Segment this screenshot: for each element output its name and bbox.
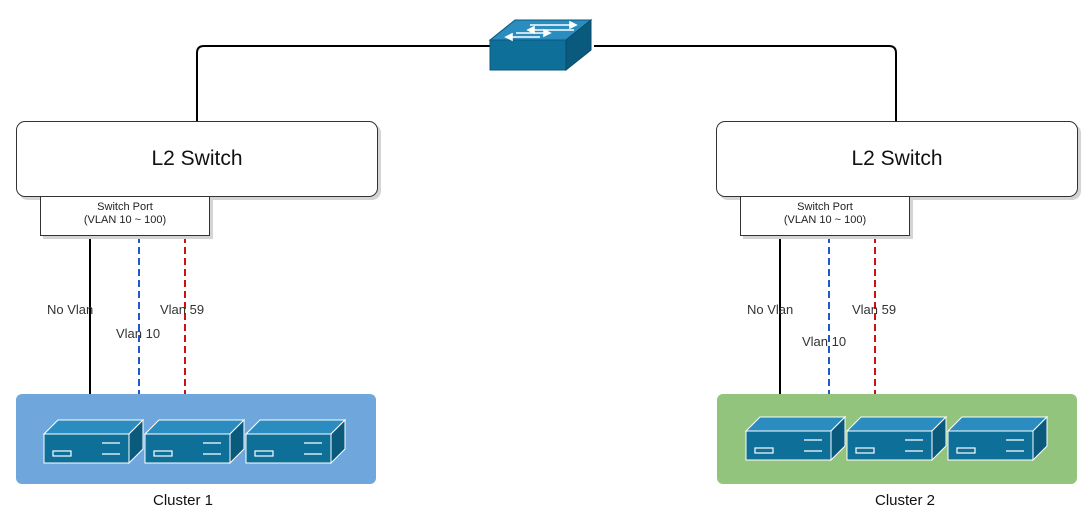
cluster-1-label: Cluster 1 — [152, 492, 214, 509]
switch-port-right: Switch Port (VLAN 10 ~ 100) — [740, 196, 910, 236]
server-icon — [946, 415, 1049, 462]
label-vlan-10-left: Vlan 10 — [116, 326, 161, 341]
server-icon — [42, 418, 145, 465]
l2-switch-right[interactable]: L2 Switch — [716, 121, 1078, 197]
uplink-right — [594, 45, 897, 121]
label-no-vlan-left: No Vlan — [47, 302, 94, 317]
switch-port-label: Switch Port — [97, 201, 153, 213]
l2-switch-left[interactable]: L2 Switch — [16, 121, 378, 197]
switch-port-label: Switch Port — [797, 201, 853, 213]
uplink-left — [196, 45, 492, 121]
label-no-vlan-right: No Vlan — [747, 302, 794, 317]
label-vlan-59-left: Vlan 59 — [160, 302, 205, 317]
label-vlan-59-right: Vlan 59 — [852, 302, 897, 317]
server-icon — [744, 415, 847, 462]
label-vlan-10-right: Vlan 10 — [802, 334, 847, 349]
cluster-2-label: Cluster 2 — [874, 492, 936, 509]
switch-port-left: Switch Port (VLAN 10 ~ 100) — [40, 196, 210, 236]
network-switch-icon — [488, 18, 593, 72]
server-icon — [143, 418, 246, 465]
server-icon — [244, 418, 347, 465]
switch-port-vlan-range: (VLAN 10 ~ 100) — [783, 214, 867, 226]
server-icon — [845, 415, 948, 462]
switch-port-vlan-range: (VLAN 10 ~ 100) — [83, 214, 167, 226]
